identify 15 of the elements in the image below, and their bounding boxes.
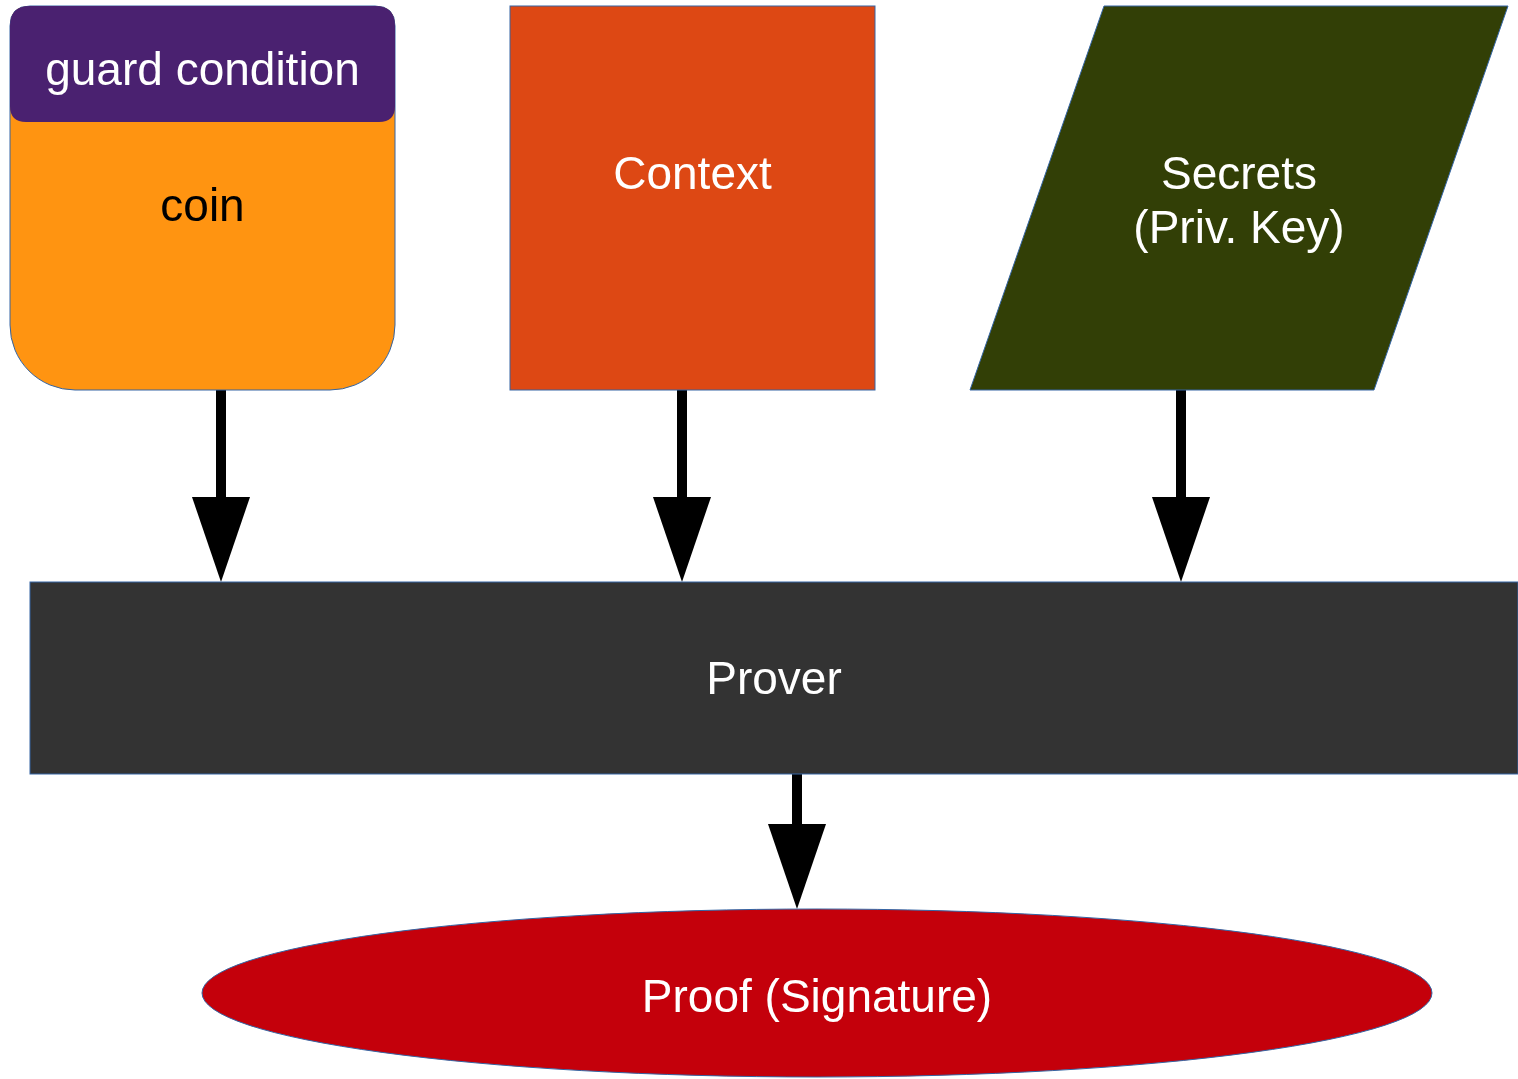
arrow <box>1152 390 1210 582</box>
arrow <box>192 390 250 582</box>
process-box <box>510 6 875 390</box>
coin-card <box>10 6 395 390</box>
process-box <box>30 582 1518 774</box>
node-label: guard condition <box>44 42 361 96</box>
node-label: coin <box>159 178 246 232</box>
arrow <box>653 390 711 582</box>
arrow <box>768 774 826 909</box>
output-ellipse <box>202 909 1432 1077</box>
node-label: Prover <box>705 651 843 705</box>
input-parallelogram <box>970 6 1508 390</box>
node-label: Secrets (Priv. Key) <box>1132 146 1346 254</box>
node-label: Context <box>612 146 773 200</box>
node-label: Proof (Signature) <box>640 969 994 1023</box>
